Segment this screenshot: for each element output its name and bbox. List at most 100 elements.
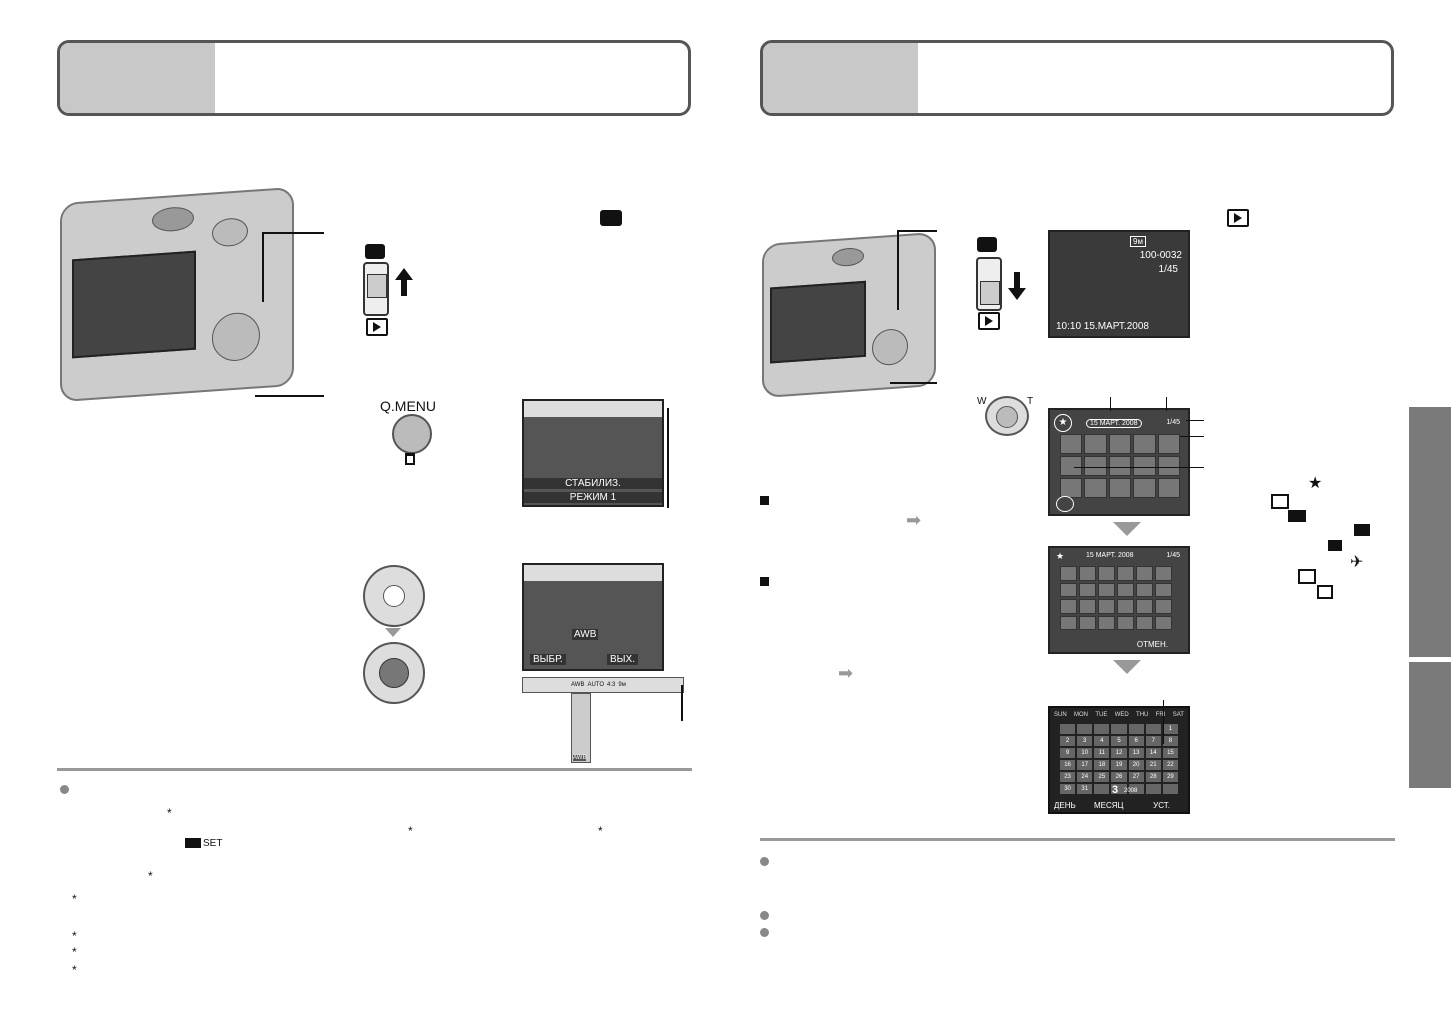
- calendar-cell[interactable]: 1: [1162, 724, 1178, 734]
- calendar-cell[interactable]: 11: [1094, 748, 1110, 758]
- right-callout-bottom: [890, 382, 937, 384]
- portrait-icon: [1288, 510, 1306, 522]
- section-marker-1: [760, 496, 769, 505]
- cursor-buttons-top[interactable]: [363, 565, 425, 627]
- right-callout-top-v: [897, 230, 899, 310]
- arrow-down-icon: [385, 628, 401, 637]
- cal-day-wed: WED: [1114, 712, 1129, 718]
- calendar-cell[interactable]: [1094, 784, 1110, 794]
- ref-arrow-1: ➡: [906, 510, 922, 530]
- calendar-cell[interactable]: [1111, 724, 1127, 734]
- calendar-cell[interactable]: 28: [1145, 772, 1161, 782]
- calendar-cell[interactable]: [1128, 784, 1144, 794]
- calendar-cell[interactable]: 20: [1128, 760, 1144, 770]
- suitcase-icon: [1056, 496, 1074, 512]
- zoom-lever-center: [996, 406, 1018, 428]
- cursor-pad: [212, 311, 260, 363]
- lcd2-exit-label: ВЫХ.: [607, 654, 638, 665]
- calendar-cell[interactable]: 7: [1145, 736, 1161, 746]
- right-header: [760, 40, 1394, 116]
- calendar-cell[interactable]: [1128, 724, 1144, 734]
- calendar-cell[interactable]: [1145, 724, 1161, 734]
- calendar-cell[interactable]: 22: [1162, 760, 1178, 770]
- arrow-up-icon: [395, 268, 413, 280]
- thumb2-date: 15 МАРТ. 2008: [1086, 552, 1134, 559]
- ref-arrow-2: ➡: [838, 663, 854, 683]
- star-icon: ★: [1308, 475, 1323, 492]
- calendar-cell[interactable]: 9: [1060, 748, 1076, 758]
- thumb-callout-1: [1110, 397, 1111, 411]
- film-icon: [1271, 494, 1289, 509]
- calendar-cell[interactable]: 18: [1094, 760, 1110, 770]
- calendar-cell[interactable]: 5: [1111, 736, 1127, 746]
- calendar-cell[interactable]: [1060, 724, 1076, 734]
- calendar-cell[interactable]: [1111, 784, 1127, 794]
- lcd1-caption-line1: СТАБИЛИЗ.: [524, 478, 662, 489]
- calendar-cell[interactable]: 31: [1077, 784, 1093, 794]
- right-divider: [760, 838, 1395, 841]
- calendar-cell[interactable]: 14: [1145, 748, 1161, 758]
- calendar-cell[interactable]: 25: [1094, 772, 1110, 782]
- thumb2-star: ★: [1056, 551, 1065, 561]
- print-icon: [1298, 569, 1316, 584]
- calendar-cell[interactable]: 16: [1060, 760, 1076, 770]
- play-icon: [1227, 209, 1249, 227]
- calendar-cell[interactable]: 4: [1094, 736, 1110, 746]
- cursor-center: [383, 585, 405, 607]
- cursor-buttons-bottom[interactable]: [363, 642, 425, 704]
- side-tab-upper: [1409, 407, 1451, 657]
- cal-day-sat: SAT: [1172, 712, 1184, 718]
- playback-counter: 1/45: [1158, 264, 1178, 275]
- camera-body-left: [60, 186, 294, 403]
- lcd-thumbnail-screen-1: 15 МАРТ. 2008 1/45 ★: [1048, 408, 1190, 516]
- mode-dial-right: [832, 246, 864, 268]
- right-note-bullet-1: [760, 857, 769, 866]
- mode-switch-right[interactable]: [976, 257, 1002, 311]
- calendar-cell[interactable]: 29: [1162, 772, 1178, 782]
- mode-switch-knob: [367, 274, 387, 298]
- thumb-callout-2: [1166, 397, 1167, 411]
- calendar-cell[interactable]: 17: [1077, 760, 1093, 770]
- thumb2-cancel: ОТМЕН.: [1136, 640, 1168, 649]
- menu-strip-auto: AUTO: [587, 682, 605, 688]
- calendar-cell[interactable]: [1162, 784, 1178, 794]
- calendar-cell[interactable]: 30: [1060, 784, 1076, 794]
- calendar-month: 3: [1112, 784, 1119, 796]
- calendar-cell[interactable]: 13: [1128, 748, 1144, 758]
- callout-line-bottom: [255, 395, 324, 397]
- calendar-cell[interactable]: 8: [1162, 736, 1178, 746]
- asterisk-6: *: [72, 929, 77, 943]
- calendar-cell[interactable]: 21: [1145, 760, 1161, 770]
- calendar-cell[interactable]: 27: [1128, 772, 1144, 782]
- calendar-cell[interactable]: 19: [1111, 760, 1127, 770]
- right-note-bullet-2: [760, 911, 769, 920]
- set-button[interactable]: [379, 658, 409, 688]
- zoom-lever[interactable]: [985, 396, 1029, 436]
- callout-line-top: [262, 232, 324, 234]
- cal-day-fri: FRI: [1155, 712, 1166, 718]
- calendar-cell[interactable]: 15: [1162, 748, 1178, 758]
- calendar-cell[interactable]: 24: [1077, 772, 1093, 782]
- calendar-cell[interactable]: [1094, 724, 1110, 734]
- scenery-icon: [1354, 524, 1370, 536]
- menu-strip-awb: AWB: [571, 682, 585, 688]
- calendar-cell[interactable]: [1077, 724, 1093, 734]
- calendar-cell[interactable]: 2: [1060, 736, 1076, 746]
- calendar-cell[interactable]: [1145, 784, 1161, 794]
- thumb2-grid: [1060, 566, 1172, 630]
- calendar-day-headers: SUN MON TUE WED THU FRI SAT: [1054, 712, 1184, 718]
- calendar-cell[interactable]: 6: [1128, 736, 1144, 746]
- mode-switch[interactable]: [363, 262, 389, 316]
- cal-day-tue: TUE: [1095, 712, 1108, 718]
- calendar-cell[interactable]: 23: [1060, 772, 1076, 782]
- calendar-cell[interactable]: 3: [1077, 736, 1093, 746]
- calendar-cell[interactable]: 26: [1111, 772, 1127, 782]
- qmenu-button[interactable]: [392, 414, 432, 454]
- lcd2-select-label: ВЫБР.: [530, 654, 566, 665]
- left-note-bullet: [60, 785, 69, 794]
- lcd-icon-bar: [524, 401, 662, 417]
- calendar-cell[interactable]: 10: [1077, 748, 1093, 758]
- asterisk-8: *: [72, 963, 77, 977]
- calendar-cell[interactable]: 12: [1111, 748, 1127, 758]
